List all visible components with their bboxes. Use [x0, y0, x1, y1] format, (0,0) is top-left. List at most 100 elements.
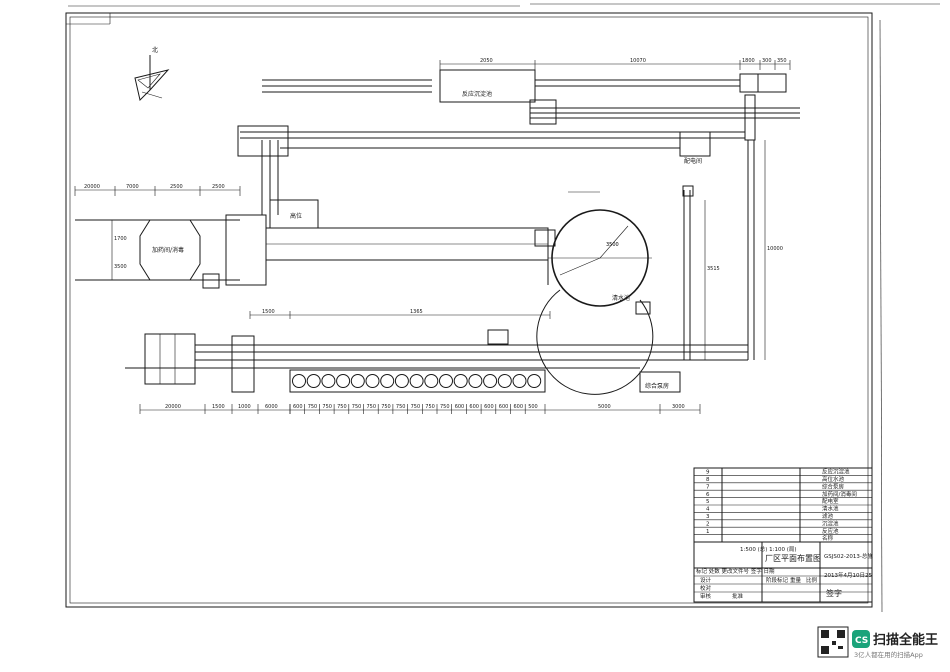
- north-label: 北: [152, 46, 158, 54]
- dim-bottom-6: 3000: [672, 404, 685, 410]
- dim-left-1: 20000: [84, 184, 100, 190]
- dim-v-mid: 3515: [707, 266, 720, 272]
- watermark-subtitle: 3亿人都在用的扫描App: [854, 650, 923, 659]
- bottom-cell-dim: 500: [528, 404, 538, 410]
- bottom-cell-dim: 600: [293, 404, 303, 410]
- bottom-cell-dim: 750: [322, 404, 332, 410]
- legend-no: 9: [706, 470, 710, 476]
- bottom-cell-dim: 750: [381, 404, 391, 410]
- tb-row-4: 批准: [732, 592, 744, 600]
- filter-cell: [468, 374, 483, 388]
- filter-cell: [439, 374, 453, 388]
- legend-name: 沉淀池: [822, 519, 839, 527]
- filter-cell: [292, 374, 306, 388]
- legend-name: 配电室: [822, 497, 839, 505]
- filter-cell: [497, 374, 512, 388]
- dim-top-r3: 350: [777, 58, 787, 64]
- filter-cell: [483, 374, 498, 388]
- legend-no: 8: [706, 477, 710, 483]
- tb-row-1: 设计: [700, 576, 712, 584]
- right-box-label: 配电间: [684, 157, 702, 165]
- dim-left-2: 7000: [126, 184, 139, 190]
- north-arrow-icon: 北: [134, 46, 170, 101]
- filter-cell: [512, 374, 527, 388]
- right-vertical-dims: 10000 3515: [704, 140, 783, 360]
- bottom-cell-dim: 750: [396, 404, 406, 410]
- bottom-cell-dim: 750: [425, 404, 435, 410]
- top-pipe-run: 反应沉淀池: [262, 69, 800, 125]
- bottom-cell-dim: 750: [352, 404, 362, 410]
- left-dimension-chain: 20000 7000 2500 2500 1700 3500: [74, 184, 241, 280]
- dim-top-r1: 1800: [742, 58, 755, 64]
- bottom-cell-dim: 600: [514, 404, 524, 410]
- legend-no: 5: [706, 499, 710, 505]
- filter-row: [289, 369, 546, 393]
- dim-left-3: 2500: [170, 184, 183, 190]
- bottom-right-label: 综合泵房: [645, 382, 669, 390]
- cs-logo-text: CS: [855, 636, 868, 646]
- filter-cell: [350, 374, 365, 388]
- upper-pipe-run: 配电间: [237, 94, 756, 360]
- bottom-cell-dim: 600: [484, 404, 494, 410]
- dim-top-r2: 300: [762, 58, 772, 64]
- tb-right-3: 比例: [806, 576, 818, 584]
- filter-circles: [292, 374, 542, 388]
- legend-name: 名称: [822, 534, 834, 542]
- legend-name: 加药间/消毒间: [822, 490, 857, 498]
- dim-bottom-5: 5000: [598, 404, 611, 410]
- dim-bottom-2: 1500: [212, 404, 225, 410]
- lower-pipe-run: 综合泵房: [125, 329, 748, 393]
- drawing-scale: 1:500 (总) 1:100 (局): [740, 545, 797, 553]
- dim-bottom-1: 20000: [165, 404, 181, 410]
- left-block-label: 加药间/消毒: [152, 246, 184, 254]
- legend-name: 高位水池: [822, 475, 845, 483]
- bottom-cell-dim: 750: [411, 404, 421, 410]
- legend-name: 滤池: [822, 512, 834, 520]
- dim-bottom-4: 6000: [265, 404, 278, 410]
- small-box-label: 高位: [290, 212, 302, 220]
- bottom-cell-dim: 600: [455, 404, 465, 410]
- revision-header: 标记 处数 更改文件号 签字 日期: [696, 567, 775, 575]
- legend-name: 反应沉淀池: [822, 468, 850, 476]
- filter-cell: [409, 374, 424, 388]
- drawing-number: GSJS02-2013-总施: [824, 552, 873, 560]
- legend-no: 1: [706, 529, 710, 535]
- bottom-cell-dim: 750: [440, 404, 450, 410]
- top-dimension-chain: 2050 10070 1800 300 350: [439, 58, 791, 70]
- dim-v-right: 10000: [767, 246, 783, 252]
- dim-bottom-3: 1000: [238, 404, 251, 410]
- left-dosing-block: 加药间/消毒: [75, 219, 240, 289]
- tb-row-2: 校对: [700, 584, 712, 592]
- drawing-frame: [65, 3, 940, 613]
- filter-cell: [306, 374, 321, 388]
- main-tank: 高位: [225, 140, 556, 286]
- tb-right-1: 阶段标记: [766, 576, 789, 584]
- filter-cell: [336, 374, 351, 388]
- legend-name: 反应池: [822, 527, 839, 535]
- dim-h-1: 1700: [114, 236, 127, 242]
- legend-no: 2: [706, 521, 710, 527]
- watermark-brand: 扫描全能王: [873, 632, 938, 648]
- bottom-cell-dim: 750: [367, 404, 377, 410]
- tb-right-2: 重量: [790, 576, 802, 584]
- dim-top-mid: 10070: [630, 58, 646, 64]
- bottom-cell-dim: 600: [469, 404, 479, 410]
- dim-span-a: 1500: [262, 309, 275, 315]
- circle-label: 清水池: [612, 294, 630, 302]
- legend-no: 6: [706, 492, 710, 498]
- mid-span-dims: 1500 1365: [249, 309, 551, 319]
- bottom-cell-dim: 750: [308, 404, 318, 410]
- dim-span-mid: 1365: [410, 309, 423, 315]
- scanner-watermark: CS 扫描全能王 3亿人都在用的扫描App: [817, 626, 938, 659]
- dim-left-4: 2500: [212, 184, 225, 190]
- drawing-date: 2013年4月10日25: [824, 571, 872, 579]
- filter-cell: [394, 374, 409, 388]
- filter-cell: [453, 374, 468, 388]
- dim-top-left: 2050: [480, 58, 493, 64]
- bottom-cell-dim: 600: [499, 404, 509, 410]
- tb-row-3: 审核: [700, 592, 712, 600]
